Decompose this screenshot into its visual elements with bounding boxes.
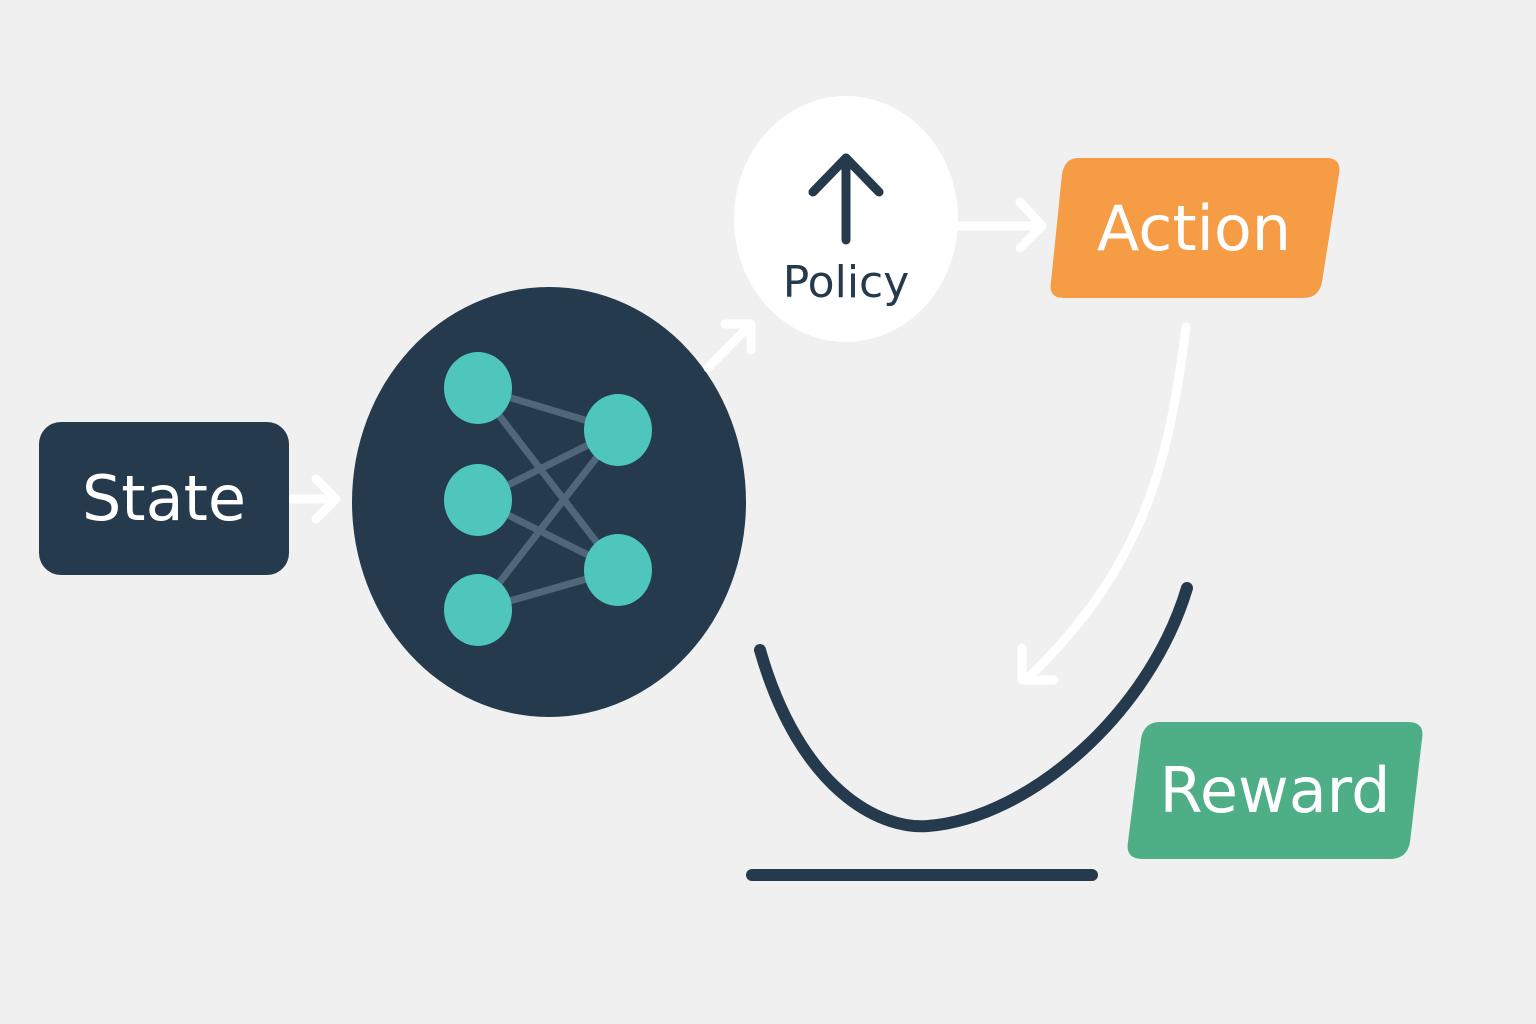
flow-arrows xyxy=(286,197,1191,685)
network-node xyxy=(444,464,512,536)
arrow-action-to-reward xyxy=(1017,322,1191,685)
arrow-state-to-network xyxy=(286,474,341,524)
action-label-wrap: Action xyxy=(1048,158,1340,298)
network-node xyxy=(444,574,512,646)
arrow-policy-to-action xyxy=(953,197,1047,253)
arrow-network-to-policy xyxy=(703,319,756,373)
policy-label-wrap: Policy xyxy=(735,248,957,316)
policy-label: Policy xyxy=(782,256,910,308)
network-edge xyxy=(474,384,622,574)
action-label: Action xyxy=(1096,191,1292,265)
network-nodes xyxy=(444,352,652,646)
reward-curve xyxy=(754,582,1193,833)
reward-label-wrap: Reward xyxy=(1124,722,1426,859)
network-edge xyxy=(474,426,622,614)
reward-box xyxy=(1127,722,1423,859)
action-box xyxy=(1050,158,1340,298)
network-node xyxy=(584,534,652,606)
state-box: State xyxy=(39,422,289,575)
network-circle xyxy=(352,287,746,717)
neural-network-icon xyxy=(352,287,746,717)
state-label: State xyxy=(81,462,247,535)
up-arrow-icon xyxy=(808,153,884,245)
curve-icon xyxy=(746,582,1193,881)
network-node xyxy=(584,394,652,466)
network-node xyxy=(444,352,512,424)
reward-label: Reward xyxy=(1159,754,1391,827)
